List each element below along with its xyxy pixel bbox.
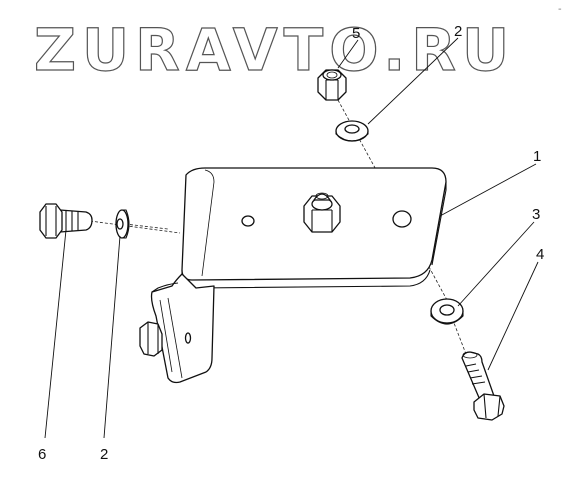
corner-mark: - — [558, 4, 562, 15]
callout-2-top: 2 — [454, 23, 462, 40]
leg-nut — [139, 321, 163, 357]
callout-2-bottom: 2 — [100, 446, 108, 463]
lower-washer — [430, 298, 464, 325]
callouts: 5 2 1 3 4 6 2 — [38, 23, 544, 463]
callout-4: 4 — [536, 246, 544, 263]
bracket-part — [150, 167, 447, 384]
callout-6: 6 — [38, 446, 46, 463]
left-washer — [115, 209, 130, 239]
callout-5-top: 5 — [352, 25, 360, 42]
leader-lines — [44, 37, 539, 439]
vertical-bolt — [461, 351, 505, 421]
center-nut — [303, 192, 341, 233]
top-washer — [335, 120, 369, 142]
watermark-text: ZURAVTO.RU — [34, 16, 515, 84]
callout-1: 1 — [533, 148, 541, 165]
top-nut — [317, 69, 347, 101]
callout-3: 3 — [532, 206, 540, 223]
horizontal-bolt — [39, 203, 93, 239]
